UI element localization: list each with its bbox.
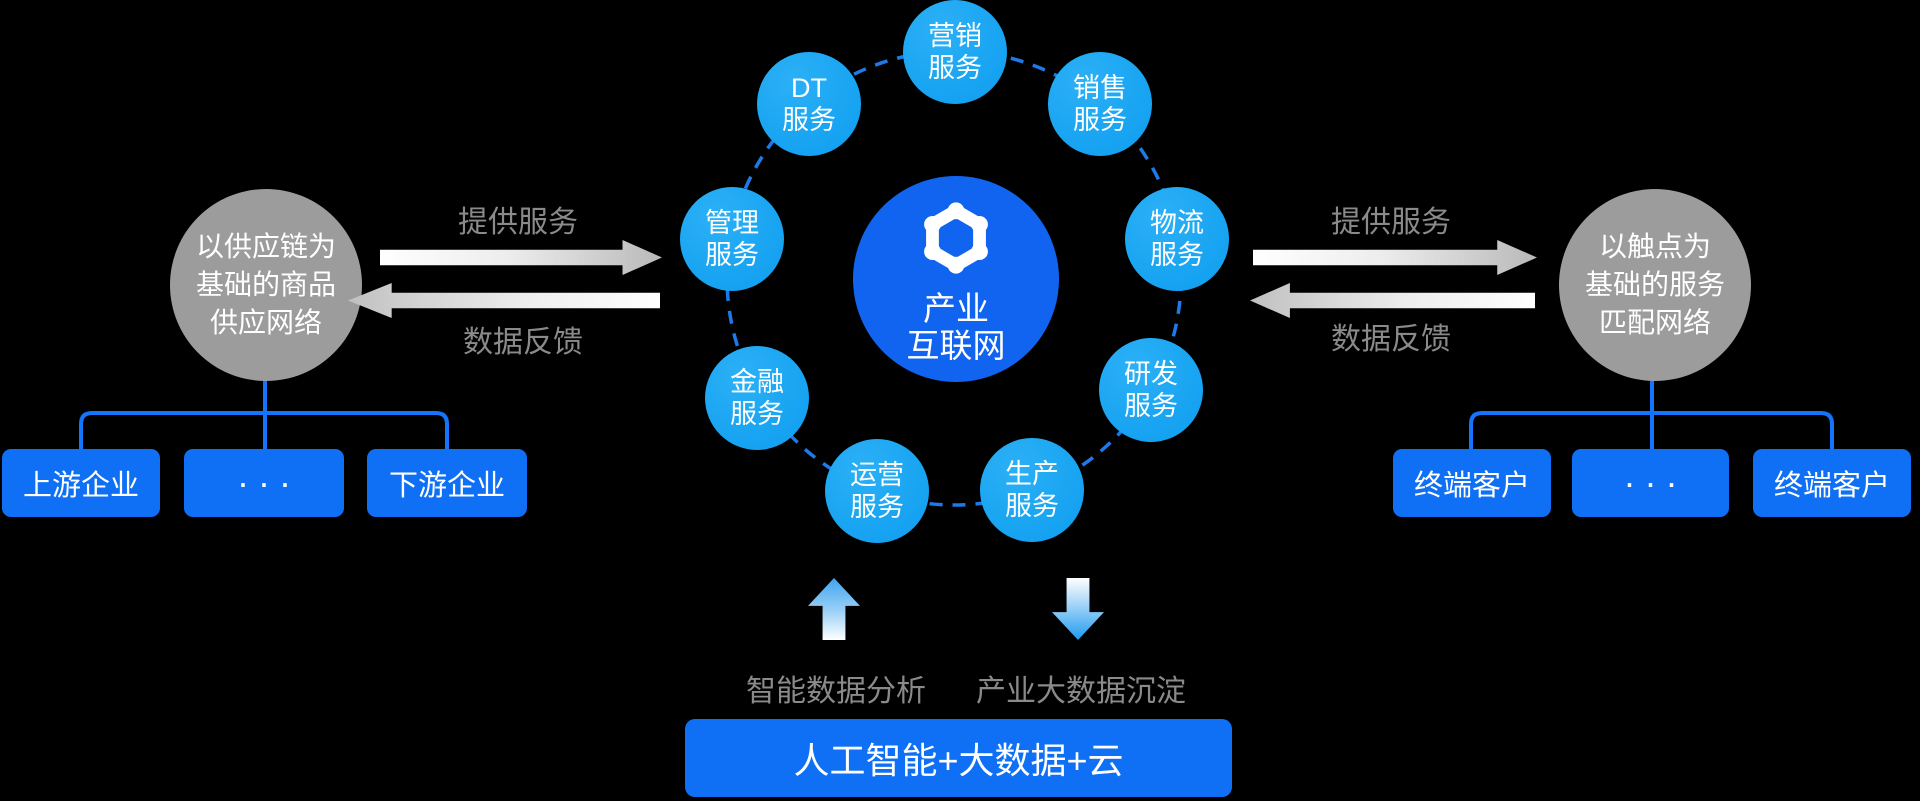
industry-bigdata-label: 产业大数据沉淀 [976,675,1186,708]
box-ellipsis-right: ··· [1572,449,1729,517]
satellite-logistics-service: 物流 服务 [1125,187,1229,291]
satellite-dt-service: DT 服务 [757,52,861,156]
data-feedback-label-right: 数据反馈 [1331,323,1451,356]
provide-service-label-left: 提供服务 [458,206,578,239]
box-ellipsis-left: ··· [184,449,344,517]
center-node-label: 产业 互联网 [906,290,1006,364]
satellite-rd-service: 研发 服务 [1099,338,1203,442]
satellite-sales-service: 销售 服务 [1048,52,1152,156]
satellite-production-service: 生产 服务 [980,438,1084,542]
right-bracket [1469,378,1834,449]
left-hub-supply-network: 以供应链为 基础的商品 供应网络 [170,189,362,381]
left-bracket [79,378,449,449]
right-hub-touchpoint-network: 以触点为 基础的服务 匹配网络 [1559,189,1751,381]
box-downstream-enterprise: 下游企业 [367,449,527,517]
satellite-management-service: 管理 服务 [680,187,784,291]
box-upstream-enterprise: 上游企业 [2,449,160,517]
data-feedback-label-left: 数据反馈 [463,326,583,359]
hex-network-icon [924,202,988,274]
provide-service-label-right: 提供服务 [1331,206,1451,239]
satellite-finance-service: 金融 服务 [705,346,809,450]
smart-data-analysis-label: 智能数据分析 [746,675,926,708]
satellite-operations-service: 运营 服务 [825,439,929,543]
ai-bigdata-cloud-bar: 人工智能+大数据+云 [685,719,1232,797]
box-end-customer-2: 终端客户 [1753,449,1911,517]
center-node-industry-internet: 产业 互联网 [853,176,1059,382]
box-end-customer-1: 终端客户 [1393,449,1551,517]
satellite-marketing-service: 营销 服务 [903,0,1007,104]
